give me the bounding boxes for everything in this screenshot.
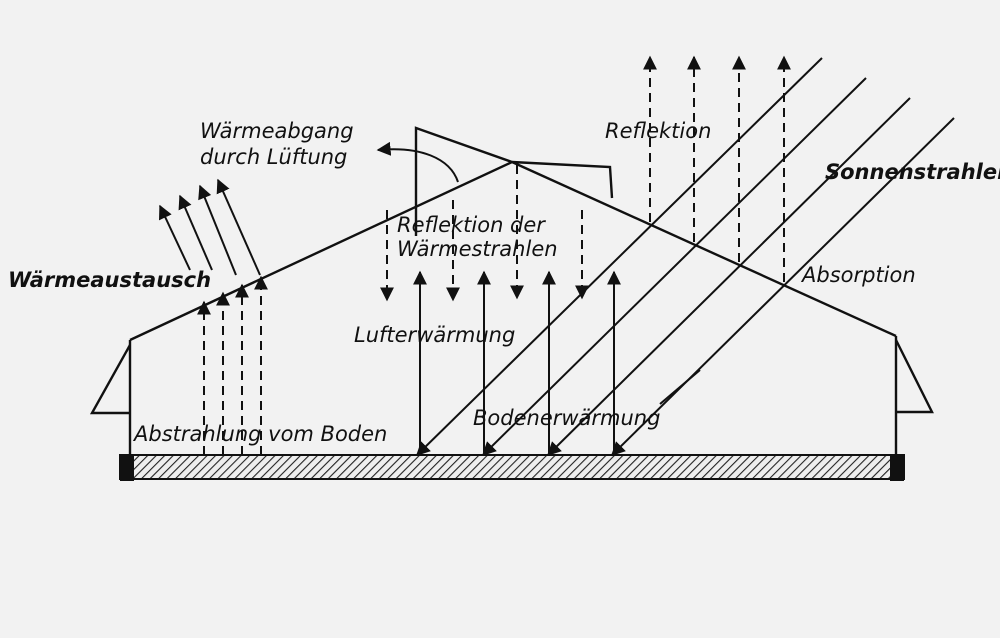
sun-ray (611, 117, 955, 456)
heat-reflection-arrows (380, 165, 589, 302)
heat-exchange-arrow (159, 204, 191, 271)
air-warming-arrows (413, 270, 621, 455)
ground (119, 454, 905, 481)
reflection-arrows (643, 55, 791, 282)
sun-ray (482, 77, 867, 456)
heat-exchange-arrow (198, 184, 237, 276)
roof-vent-left-flap (414, 126, 513, 236)
label-abstrahlung: Abstrahlung vom Boden (132, 422, 387, 446)
heat-exchange-arrow (178, 194, 213, 271)
right-eave-flap (894, 339, 934, 414)
label-bodenerwaermung: Bodenerwärmung (473, 406, 660, 430)
label-waermeabgang-2: durch Lüftung (200, 145, 347, 169)
label-reflektion-waerme-2: Wärmestrahlen (397, 237, 558, 261)
label-absorption: Absorption (800, 263, 916, 287)
ground-right-foot (890, 455, 904, 481)
greenhouse-structure (89, 126, 934, 455)
roof-vent-right-flap (511, 160, 614, 199)
right-roof (511, 160, 897, 338)
left-eave-flap (89, 344, 132, 415)
label-reflektion: Reflektion (605, 119, 711, 143)
sun-ray-continuation (659, 369, 701, 405)
label-sonnenstrahlen: Sonnenstrahlen (825, 160, 1000, 184)
label-waermeaustausch: Wärmeaustausch (8, 268, 211, 292)
sun-ray (547, 97, 911, 456)
ventilation-curve (376, 141, 459, 183)
ground-hatched-strip (119, 454, 905, 480)
label-waermeabgang-1: Wärmeabgang (200, 119, 354, 143)
left-roof (129, 160, 513, 342)
ventilation-arrow (376, 141, 459, 183)
labels: Wärmeabgang durch Lüftung Reflektion Son… (8, 119, 1000, 446)
ground-left-foot (120, 455, 134, 481)
ground-radiation-arrows (197, 275, 268, 455)
heat-exchange-arrows (159, 178, 261, 276)
label-reflektion-waerme-1: Reflektion der (397, 213, 546, 237)
heat-exchange-arrow (216, 178, 261, 276)
label-lufterwaermung: Lufterwärmung (354, 323, 515, 347)
